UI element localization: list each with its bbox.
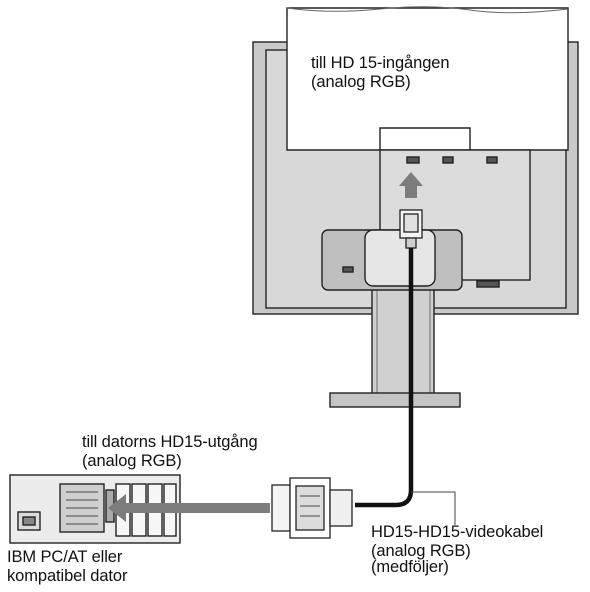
port-panel (379, 127, 471, 150)
port-slot (442, 156, 454, 164)
side-vent (476, 280, 500, 288)
cable-callout-line (411, 491, 456, 525)
stand-column (371, 279, 435, 401)
monitor-plug (399, 209, 423, 249)
computer-output-label-line1: till datorns HD15-utgång (82, 433, 258, 451)
computer-label: IBM PC/AT eller kompatibel dator (7, 548, 127, 586)
port-slot (486, 156, 498, 164)
monitor-input-arrow (399, 172, 423, 198)
cable-label: HD15-HD15-videokabel (analog RGB) (medfö… (371, 523, 543, 577)
computer-label-line1: IBM PC/AT eller (7, 548, 123, 566)
computer-output-arrow (108, 494, 270, 522)
cable-label-line3: (medföljer) (371, 558, 449, 576)
monitor-input-label-line1: till HD 15-ingången (311, 54, 450, 72)
computer-output-label-line2: (analog RGB) (82, 452, 182, 470)
video-cable (355, 248, 414, 508)
computer-label-line2: kompatibel dator (7, 567, 128, 585)
paper-sheet (286, 7, 569, 151)
cable-label-line2: (analog RGB) (371, 542, 471, 560)
cable-label-line1: HD15-HD15-videokabel (371, 523, 544, 541)
side-vent (342, 266, 354, 273)
computer-output-label: till datorns HD15-utgång (analog RGB) (82, 433, 258, 471)
computer-plug (271, 477, 353, 539)
computer (9, 474, 181, 544)
sheet-torn-edge (286, 6, 569, 14)
stand-base (329, 392, 461, 408)
port-slot (406, 156, 420, 164)
monitor-input-label: till HD 15-ingången (analog RGB) (311, 54, 450, 92)
monitor-input-label-line2: (analog RGB) (311, 73, 411, 91)
